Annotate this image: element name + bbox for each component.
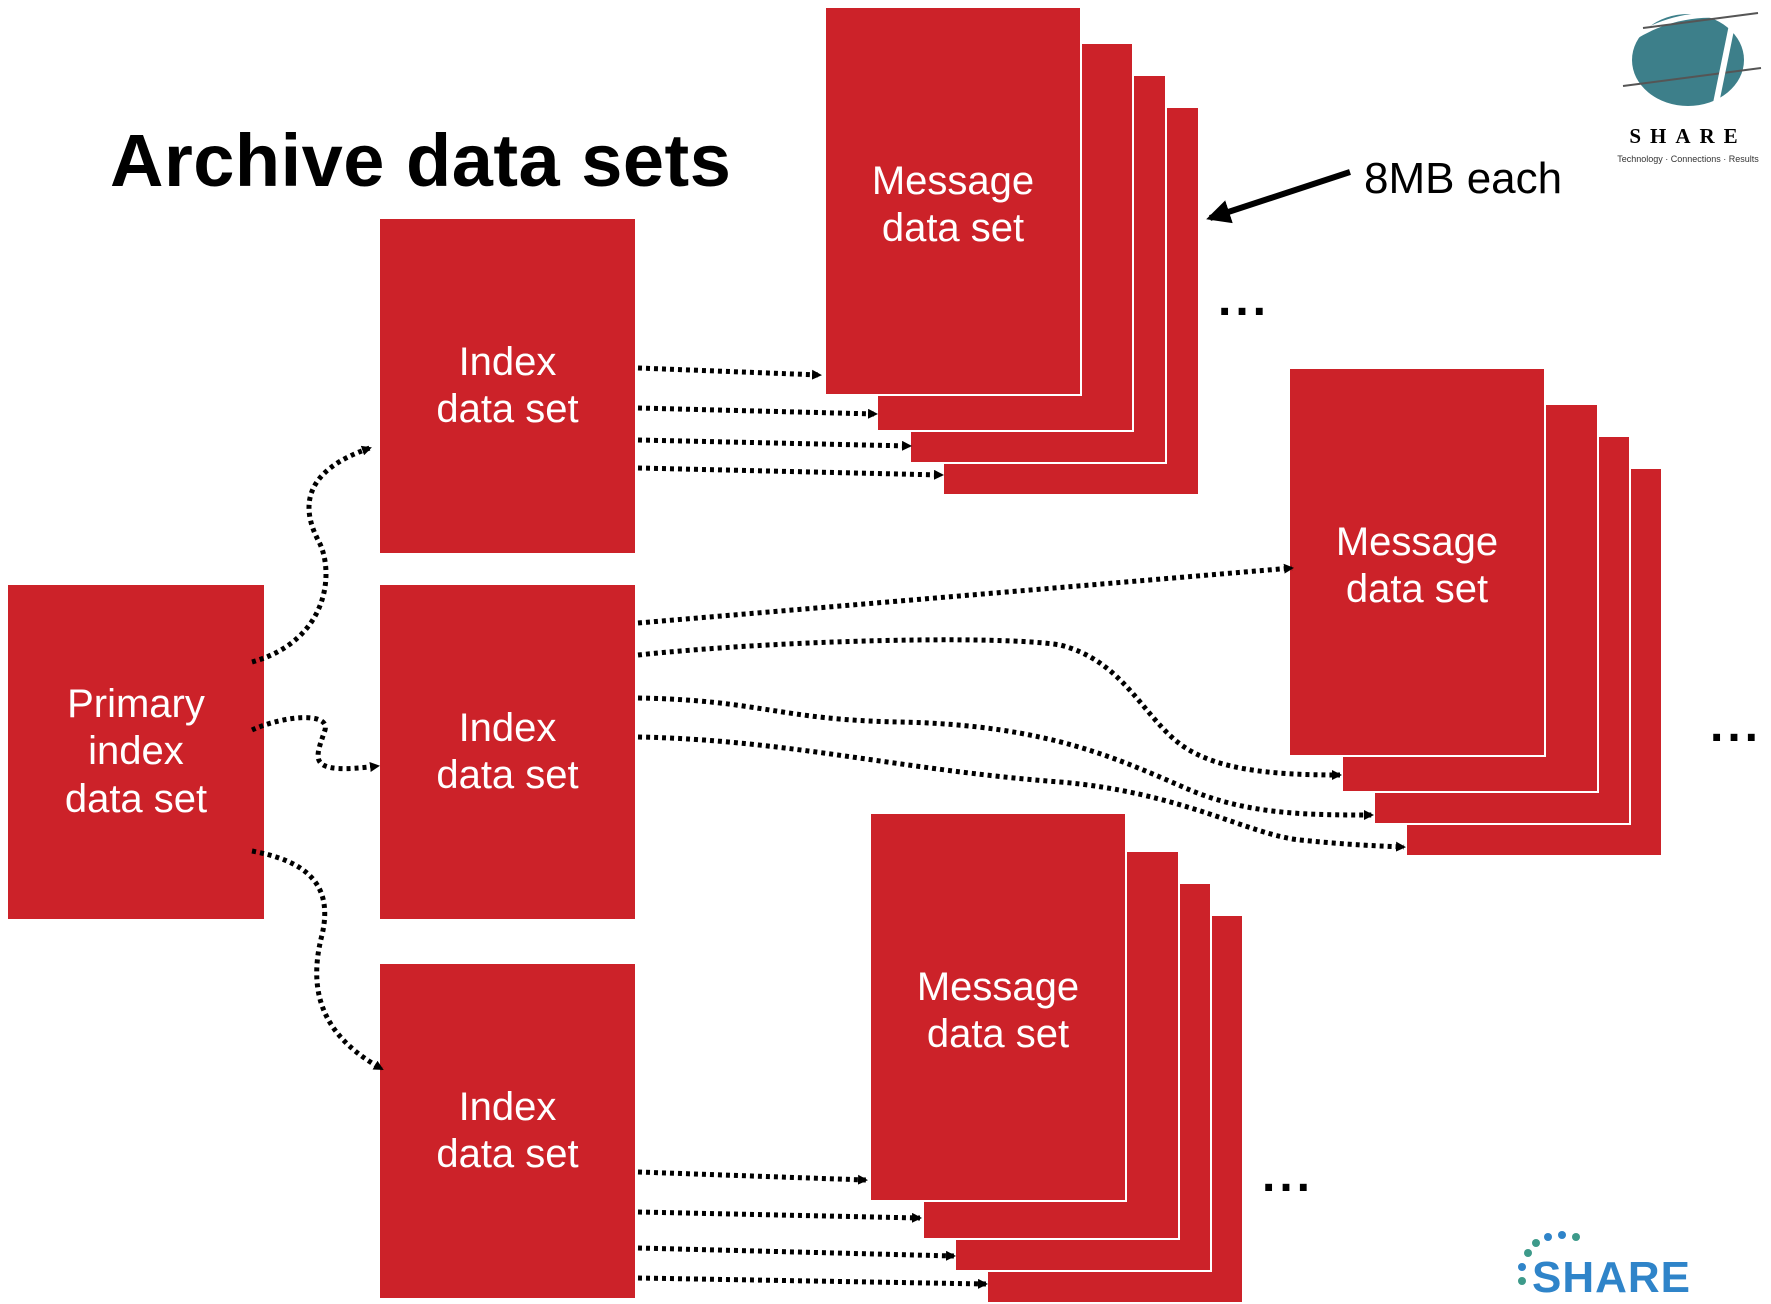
index-box-middle: Index data set	[380, 585, 635, 919]
index-bottom-to-message-arrow	[637, 1209, 922, 1223]
message-box-front: Message data set	[869, 812, 1127, 1202]
ellipsis-right: ...	[1710, 699, 1763, 752]
primary-to-index-bottom-arrow	[251, 848, 384, 1072]
index-bottom-to-message-arrow	[637, 1275, 988, 1289]
ellipsis-bottom: ...	[1262, 1149, 1315, 1202]
page-title: Archive data sets	[110, 119, 732, 202]
dot-arc-icon	[1518, 1231, 1580, 1285]
share-logo-top-tagline: Technology · Connections · Results	[1617, 154, 1759, 164]
index-middle-to-message-arrow	[637, 563, 1294, 626]
index-top-to-message-arrow	[637, 405, 878, 419]
index-top-to-message-arrow	[637, 437, 912, 451]
message-box-label: Message data set	[871, 159, 1035, 251]
globe-icon	[1622, 12, 1762, 118]
index-box-label: Index data set	[436, 1084, 579, 1176]
primary-index-label: Primary index data set	[64, 682, 208, 821]
message-box-label: Message data set	[916, 965, 1080, 1057]
index-middle-to-message-arrow	[637, 695, 1374, 820]
index-box-top: Index data set	[380, 219, 635, 553]
primary-to-index-middle-arrow	[250, 715, 380, 772]
primary-index-box: Primary index data set	[8, 585, 264, 919]
index-box-bottom: Index data set	[380, 964, 635, 1298]
index-bottom-to-message-arrow	[637, 1245, 956, 1261]
share-logo-bottom-word: SHARE	[1532, 1253, 1692, 1302]
index-top-to-message-arrow	[637, 465, 944, 480]
message-box-front: Message data set	[1288, 367, 1546, 757]
share-logo-top: SHARE Technology · Connections · Results	[1613, 8, 1763, 168]
index-top-to-message-arrow	[637, 365, 822, 380]
share-logo-top-word: SHARE	[1629, 124, 1747, 148]
size-callout: 8MB each	[1364, 154, 1563, 203]
ellipsis-top: ...	[1218, 273, 1271, 326]
index-box-label: Index data set	[436, 705, 579, 797]
share-logo-bottom: SHARE	[1510, 1225, 1730, 1302]
callout-arrow	[1206, 169, 1351, 224]
primary-to-index-top-arrow	[251, 445, 372, 665]
index-bottom-to-message-arrow	[637, 1169, 868, 1185]
message-box-label: Message data set	[1335, 520, 1499, 612]
message-box-front: Message data set	[824, 6, 1082, 396]
index-middle-to-message-arrow	[637, 734, 1406, 852]
index-box-label: Index data set	[436, 339, 579, 431]
